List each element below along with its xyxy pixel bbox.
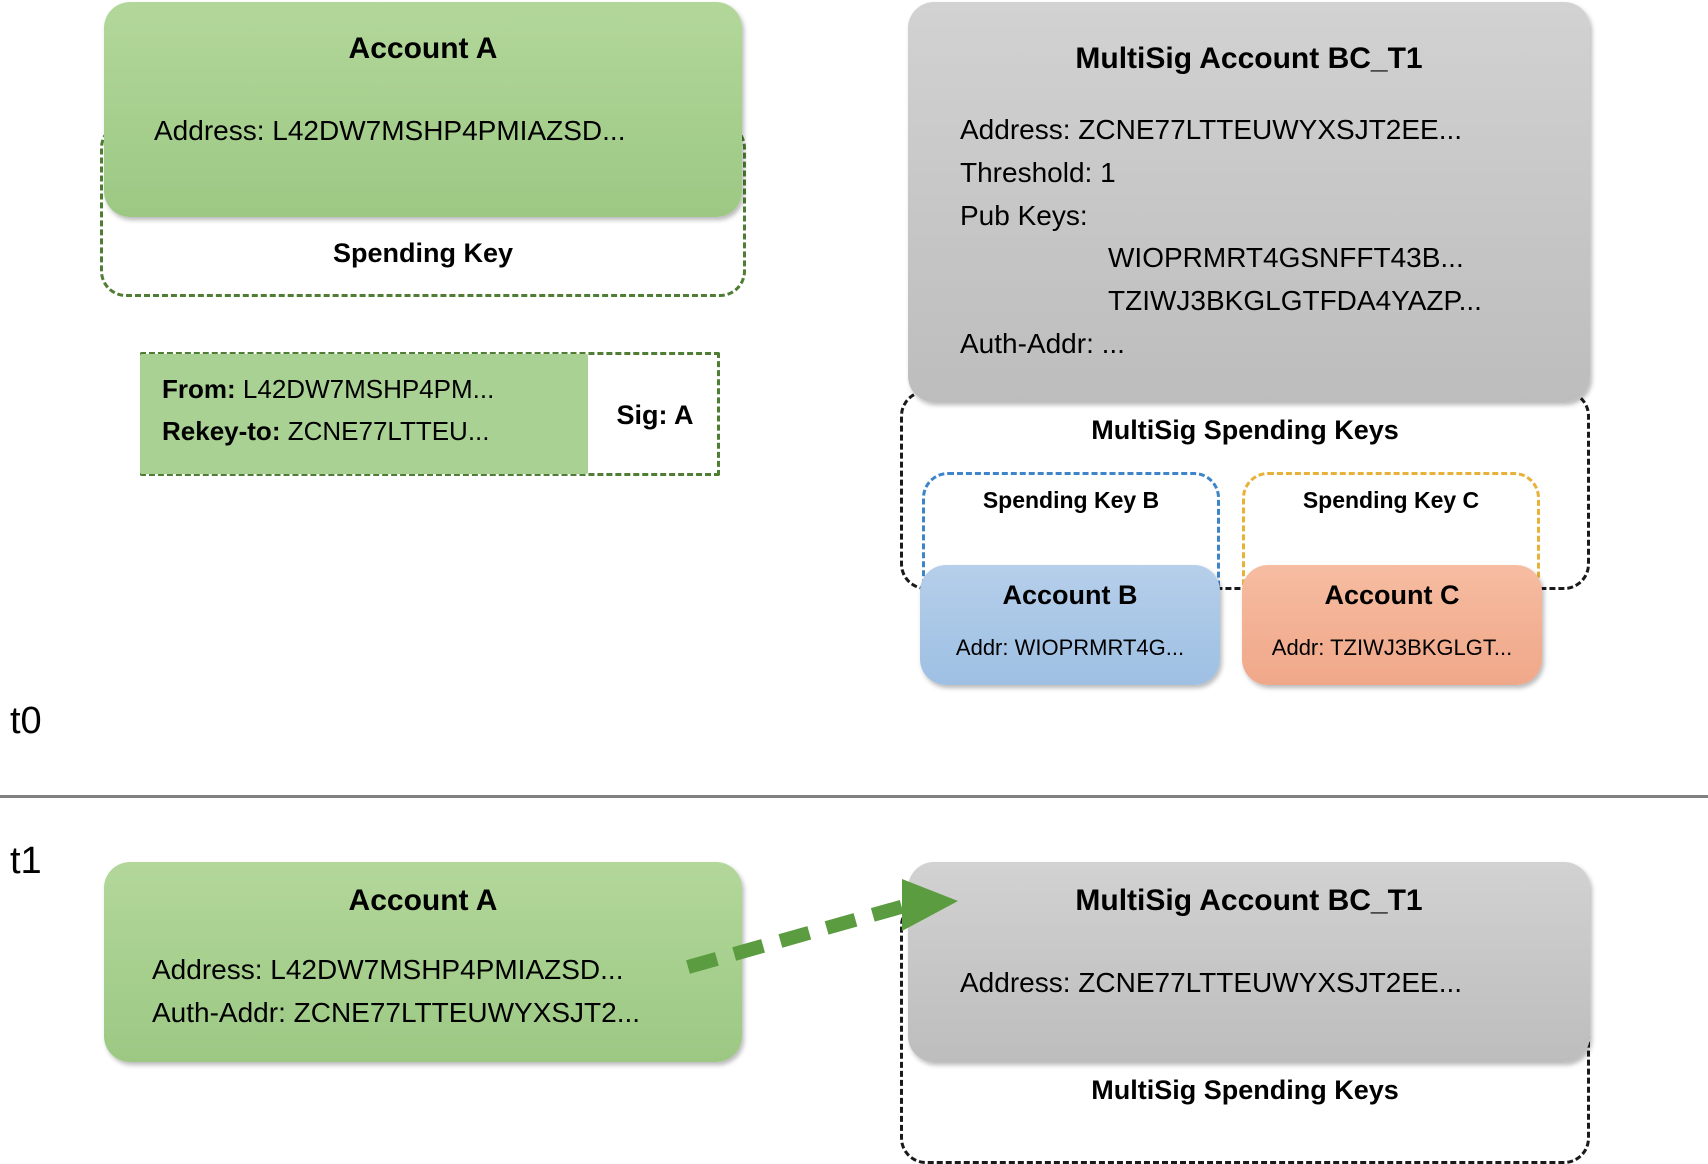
t0-account-c-title: Account C: [1324, 580, 1460, 610]
t0-transaction-rekey-value: ZCNE77LTTEU...: [287, 416, 490, 446]
t0-account-a-address: Address: L42DW7MSHP4PMIAZSD...: [154, 115, 626, 146]
t0-multisig-pubkey-1: WIOPRMRT4GSNFFT43B...: [1108, 242, 1464, 273]
t0-account-a-title: Account A: [348, 32, 498, 65]
t0-spending-key-b-label: Spending Key B: [982, 487, 1160, 513]
rekey-arrow-icon: [686, 879, 958, 974]
t0-multisig-auth-addr: Auth-Addr: ...: [960, 328, 1125, 359]
t0-transaction-rekey-label: Rekey-to:: [162, 416, 281, 446]
t1-account-a-title: Account A: [348, 884, 498, 917]
t0-account-b-card[interactable]: Account B Addr: WIOPRMRT4G...: [920, 565, 1220, 685]
t0-multisig-pubkey-2: TZIWJ3BKGLGTFDA4YAZP...: [1108, 285, 1482, 316]
t1-account-a-card[interactable]: Account A Address: L42DW7MSHP4PMIAZSD...…: [104, 862, 742, 1062]
rekey-arrow: [680, 865, 1000, 985]
t0-account-c-card[interactable]: Account C Addr: TZIWJ3BKGLGT...: [1242, 565, 1542, 685]
t1-account-a-address: Address: L42DW7MSHP4PMIAZSD...: [152, 954, 624, 985]
t1-multisig-spending-keys-label: MultiSig Spending Keys: [1091, 1075, 1399, 1105]
t0-account-b-address: Addr: WIOPRMRT4G...: [955, 635, 1185, 660]
t1-multisig-card[interactable]: MultiSig Account BC_T1 Address: ZCNE77LT…: [908, 862, 1590, 1062]
t0-multisig-title: MultiSig Account BC_T1: [1075, 42, 1423, 75]
t0-account-b-title: Account B: [1002, 580, 1138, 610]
t1-multisig-address: Address: ZCNE77LTTEUWYXSJT2EE...: [960, 967, 1463, 998]
t0-account-a-card[interactable]: Account A Address: L42DW7MSHP4PMIAZSD...: [104, 2, 742, 217]
t0-transaction-from-label: From:: [162, 374, 236, 404]
t0-transaction-from-value: L42DW7MSHP4PM...: [242, 374, 495, 404]
t0-transaction-body[interactable]: From: L42DW7MSHP4PM... Rekey-to: ZCNE77L…: [140, 354, 588, 474]
t0-spending-key-c-label: Spending Key C: [1302, 487, 1480, 513]
t0-multisig-address: Address: ZCNE77LTTEUWYXSJT2EE...: [960, 114, 1463, 145]
t0-transaction-from-line: From: L42DW7MSHP4PM...: [162, 374, 494, 405]
timeline-label-t0: t0: [10, 700, 42, 742]
t0-transaction-rekey-line: Rekey-to: ZCNE77LTTEU...: [162, 416, 490, 447]
timeline-divider: [0, 795, 1708, 798]
t0-multisig-card[interactable]: MultiSig Account BC_T1 Address: ZCNE77LT…: [908, 2, 1590, 402]
t0-account-a-spending-key-label: Spending Key: [332, 238, 514, 268]
timeline-label-t1: t1: [10, 840, 42, 882]
t1-multisig-title: MultiSig Account BC_T1: [1075, 884, 1423, 917]
t0-multisig-pubkeys-label: Pub Keys:: [960, 200, 1088, 231]
t0-multisig-spending-keys-label: MultiSig Spending Keys: [1091, 415, 1399, 445]
t0-account-c-address: Addr: TZIWJ3BKGLGT...: [1271, 635, 1513, 660]
t0-multisig-threshold: Threshold: 1: [960, 157, 1116, 188]
t0-transaction-signature: Sig: A: [616, 400, 694, 430]
t1-account-a-auth-addr: Auth-Addr: ZCNE77LTTEUWYXSJT2...: [152, 997, 641, 1028]
